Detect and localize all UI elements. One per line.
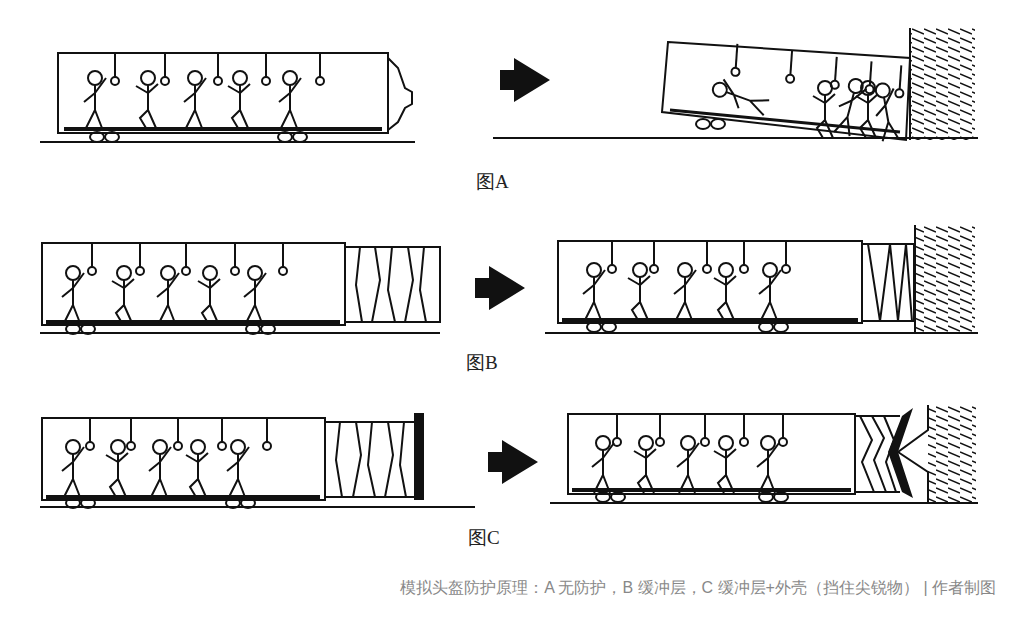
figure-label: 图C — [468, 525, 500, 551]
figure-label: 图B — [466, 350, 498, 376]
caption: 模拟头盔防护原理：A 无防护，B 缓冲层，C 缓冲层+外壳（挡住尖锐物） | 作… — [400, 578, 996, 599]
figure-label: 图A — [476, 169, 509, 195]
